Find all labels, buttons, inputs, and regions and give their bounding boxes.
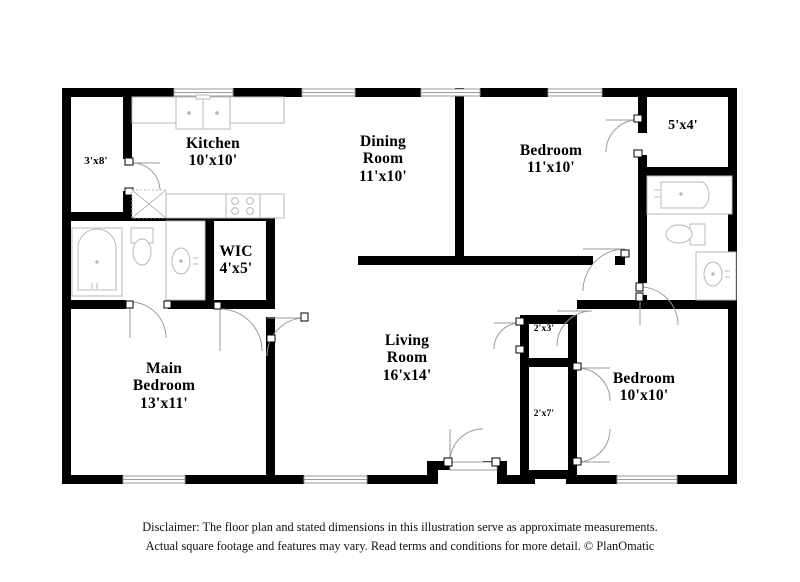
room-label-wic: WIC 4'x5' [219, 243, 253, 278]
toilet-bowl [132, 238, 152, 266]
disclaimer: Disclaimer: The floor plan and stated di… [0, 518, 800, 556]
doors-group [124, 114, 679, 467]
room-label-living-room: Living Room 16'x14' [382, 332, 432, 384]
fixtures-group [71, 94, 737, 301]
room-label-closet-2x3: 2'x3' [533, 324, 555, 334]
range-cooktop [225, 193, 261, 219]
room-label-kitchen: Kitchen 10'x10' [186, 135, 240, 170]
room-label-main-bedroom: Main Bedroom 13'x11' [132, 360, 196, 412]
room-label-bedroom-3: Bedroom 10'x10' [612, 370, 676, 405]
disclaimer-line-1: Disclaimer: The floor plan and stated di… [142, 520, 658, 534]
windows-group [122, 88, 678, 484]
room-label-dining-room: Dining Room 11'x10' [359, 133, 407, 185]
room-label-closet-2x7: 2'x7' [533, 409, 555, 419]
kitchen-lower-counter [165, 193, 285, 219]
room-label-bedroom-2: Bedroom 11'x10' [519, 142, 583, 177]
disclaimer-line-2: Actual square footage and features may v… [145, 539, 655, 554]
room-label-closet-3x8: 3'x8' [84, 155, 108, 167]
room-label-closet-5x4: 5'x4' [668, 118, 698, 133]
toilet-bowl-2 [665, 224, 693, 244]
